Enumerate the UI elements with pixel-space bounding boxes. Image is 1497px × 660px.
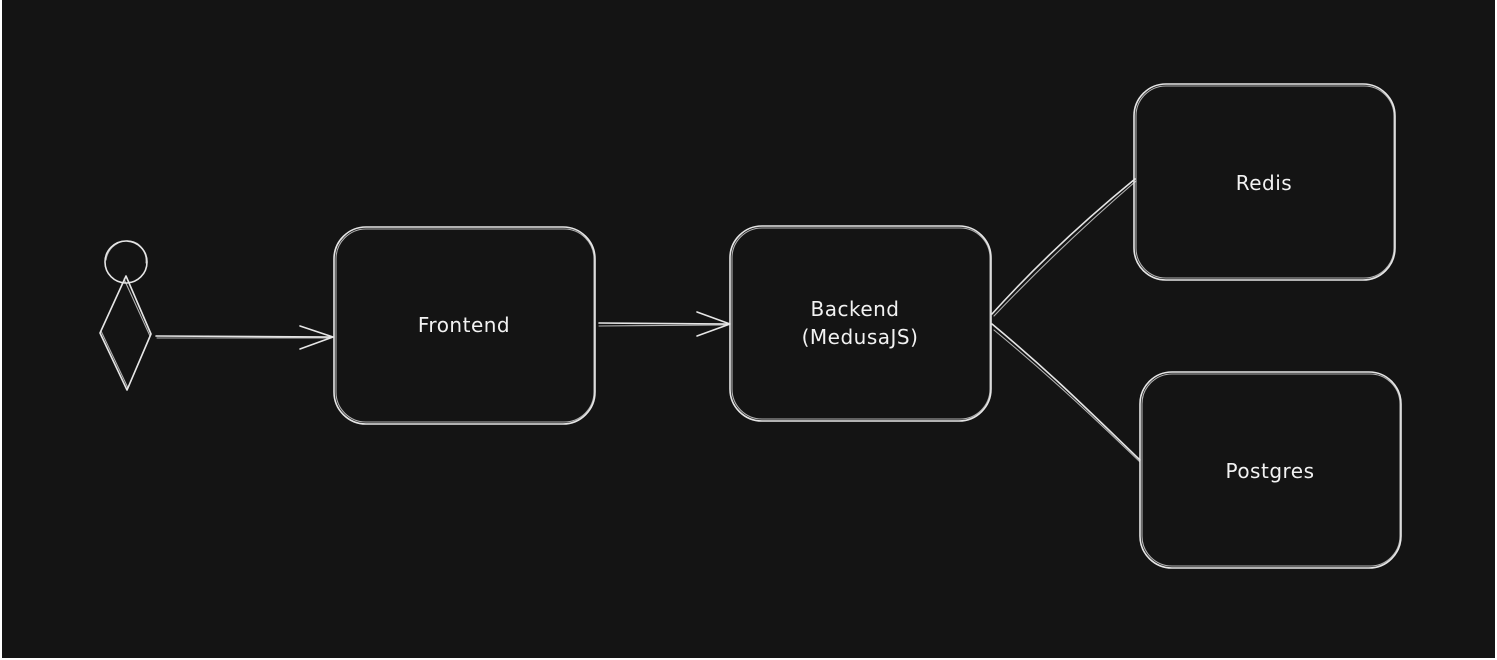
redis-label: Redis [1236,171,1292,195]
actor-body [99,275,152,391]
backend-label-line1: Backend [810,297,899,321]
postgres-node: Postgres [1139,371,1402,569]
edge-backend-to-postgres [991,323,1141,463]
user-actor [99,240,152,391]
postgres-label: Postgres [1225,459,1314,483]
frontend-node: Frontend [333,226,596,425]
edge-frontend-to-backend [598,311,731,337]
backend-label-line2: (MedusaJS) [802,325,919,349]
edge-user-to-frontend [155,325,334,350]
redis-node: Redis [1133,83,1396,281]
edge-backend-to-redis [991,178,1137,317]
backend-node: Backend (MedusaJS) [729,225,992,422]
frontend-label: Frontend [418,313,510,337]
